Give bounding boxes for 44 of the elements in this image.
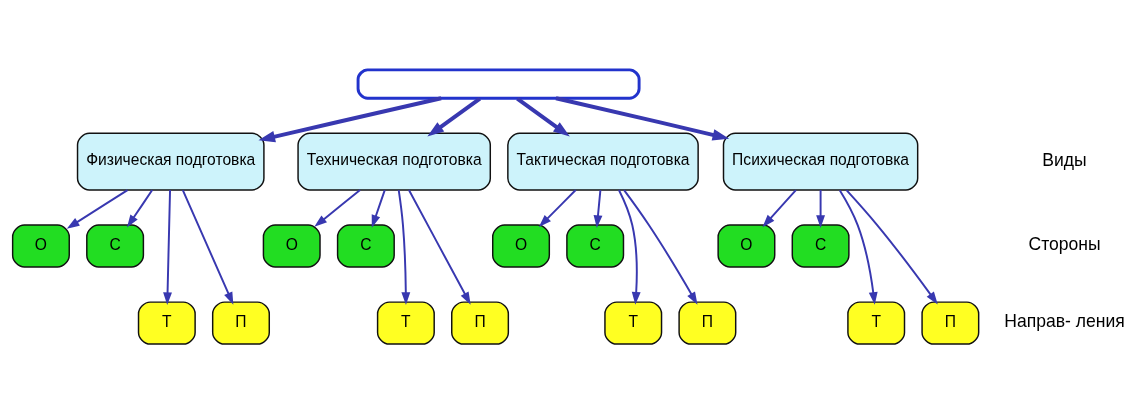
arrow [258, 96, 442, 143]
arrow [617, 189, 641, 305]
arrow [762, 189, 797, 228]
node-box: О [11, 224, 70, 268]
node-box: Тактическая подготовка [507, 132, 699, 191]
node-box: П [451, 301, 510, 345]
arrow [516, 96, 570, 137]
arrow [181, 189, 234, 305]
arrow [314, 189, 362, 227]
node-box: Т [604, 301, 663, 345]
node-box: П [211, 301, 270, 345]
node-box: П [678, 301, 737, 345]
label: Виды [1042, 149, 1087, 170]
node-box [356, 68, 641, 100]
node-box: П [921, 301, 980, 345]
node-box: Физическая подготовка [76, 132, 265, 191]
arrow [838, 189, 878, 305]
arrow [816, 189, 826, 228]
node-box: Т [847, 301, 906, 345]
node-box: С [86, 224, 145, 268]
node-box: Т [137, 301, 196, 345]
node-box: С [336, 224, 395, 268]
arrow [397, 189, 411, 305]
arrow [593, 189, 603, 228]
node-box: О [262, 224, 321, 268]
node-box: С [791, 224, 850, 268]
arrow [845, 189, 938, 305]
node-box: Т [376, 301, 435, 345]
arrow [371, 189, 386, 228]
arrow [163, 189, 172, 306]
arrow [555, 96, 730, 141]
arrow [66, 189, 129, 229]
node-box: Техническая подготовка [297, 132, 492, 191]
node-box: С [566, 224, 625, 268]
node-box: Психическая подготовка [722, 132, 919, 191]
arrow [407, 189, 471, 305]
label: Направ- ления [1004, 311, 1125, 332]
arrow [427, 96, 482, 137]
label: Стороны [1028, 234, 1101, 255]
arrow [538, 189, 577, 228]
arrow [623, 189, 698, 305]
node-box: О [492, 224, 551, 268]
arrow [126, 189, 154, 228]
node-box: О [717, 224, 776, 268]
